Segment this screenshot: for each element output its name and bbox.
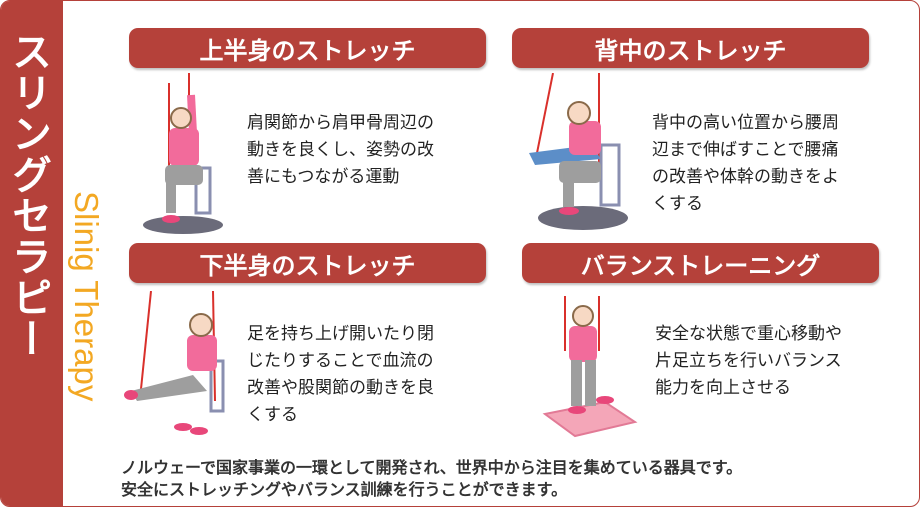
footer-line: ノルウェーで国家事業の一環として開発され、世界中から注目を集めている器具です。 bbox=[121, 458, 743, 477]
vertical-subtitle: Slinig Therapy bbox=[68, 191, 105, 402]
description-line: くする bbox=[652, 194, 703, 214]
description-line: 改善や股関節の動きを良 bbox=[247, 378, 434, 398]
section-description-back: 背中の高い位置から腰周 辺まで伸ばすことで腰痛 の改善や体幹の動きをよ くする bbox=[652, 110, 839, 218]
description-line: 背中の高い位置から腰周 bbox=[652, 113, 839, 133]
description-line: じたりすることで血流の bbox=[247, 351, 434, 371]
footer-line: 安全にストレッチングやバランス訓練を行うことができます。 bbox=[121, 480, 568, 499]
section-description-lower-body: 足を持ち上げ開いたり閉 じたりすることで血流の 改善や股関節の動きを良 くする bbox=[247, 321, 434, 429]
vertical-title: スリングセラピー bbox=[5, 31, 51, 359]
section-title-upper-body: 上半身のストレッチ bbox=[129, 28, 486, 68]
description-line: 肩関節から肩甲骨周辺の bbox=[247, 113, 434, 133]
description-line: くする bbox=[247, 405, 298, 425]
sidebar: スリングセラピー bbox=[1, 1, 63, 506]
lower-body-stretch-illustration bbox=[124, 291, 225, 435]
upper-body-stretch-illustration bbox=[143, 73, 223, 234]
description-line: 片足立ちを行いバランス bbox=[655, 351, 842, 371]
footer-text: ノルウェーで国家事業の一環として開発され、世界中から注目を集めている器具です。 … bbox=[121, 457, 742, 501]
balance-training-illustration bbox=[542, 296, 638, 438]
description-line: 足を持ち上げ開いたり閉 bbox=[247, 324, 434, 344]
description-line: 能力を向上させる bbox=[655, 378, 791, 398]
description-line: 善にもつながる運動 bbox=[247, 167, 400, 187]
description-line: 動きを良くし、姿勢の改 bbox=[247, 140, 434, 160]
description-line: の改善や体幹の動きをよ bbox=[652, 167, 839, 187]
section-title-lower-body: 下半身のストレッチ bbox=[129, 243, 486, 283]
back-stretch-illustration bbox=[529, 73, 628, 230]
section-description-upper-body: 肩関節から肩甲骨周辺の 動きを良くし、姿勢の改 善にもつながる運動 bbox=[247, 110, 434, 191]
section-title-back: 背中のストレッチ bbox=[512, 28, 869, 68]
description-line: 辺まで伸ばすことで腰痛 bbox=[652, 140, 839, 160]
description-line: 安全な状態で重心移動や bbox=[655, 324, 842, 344]
section-title-balance: バランストレーニング bbox=[522, 243, 879, 283]
section-description-balance: 安全な状態で重心移動や 片足立ちを行いバランス 能力を向上させる bbox=[655, 321, 842, 402]
